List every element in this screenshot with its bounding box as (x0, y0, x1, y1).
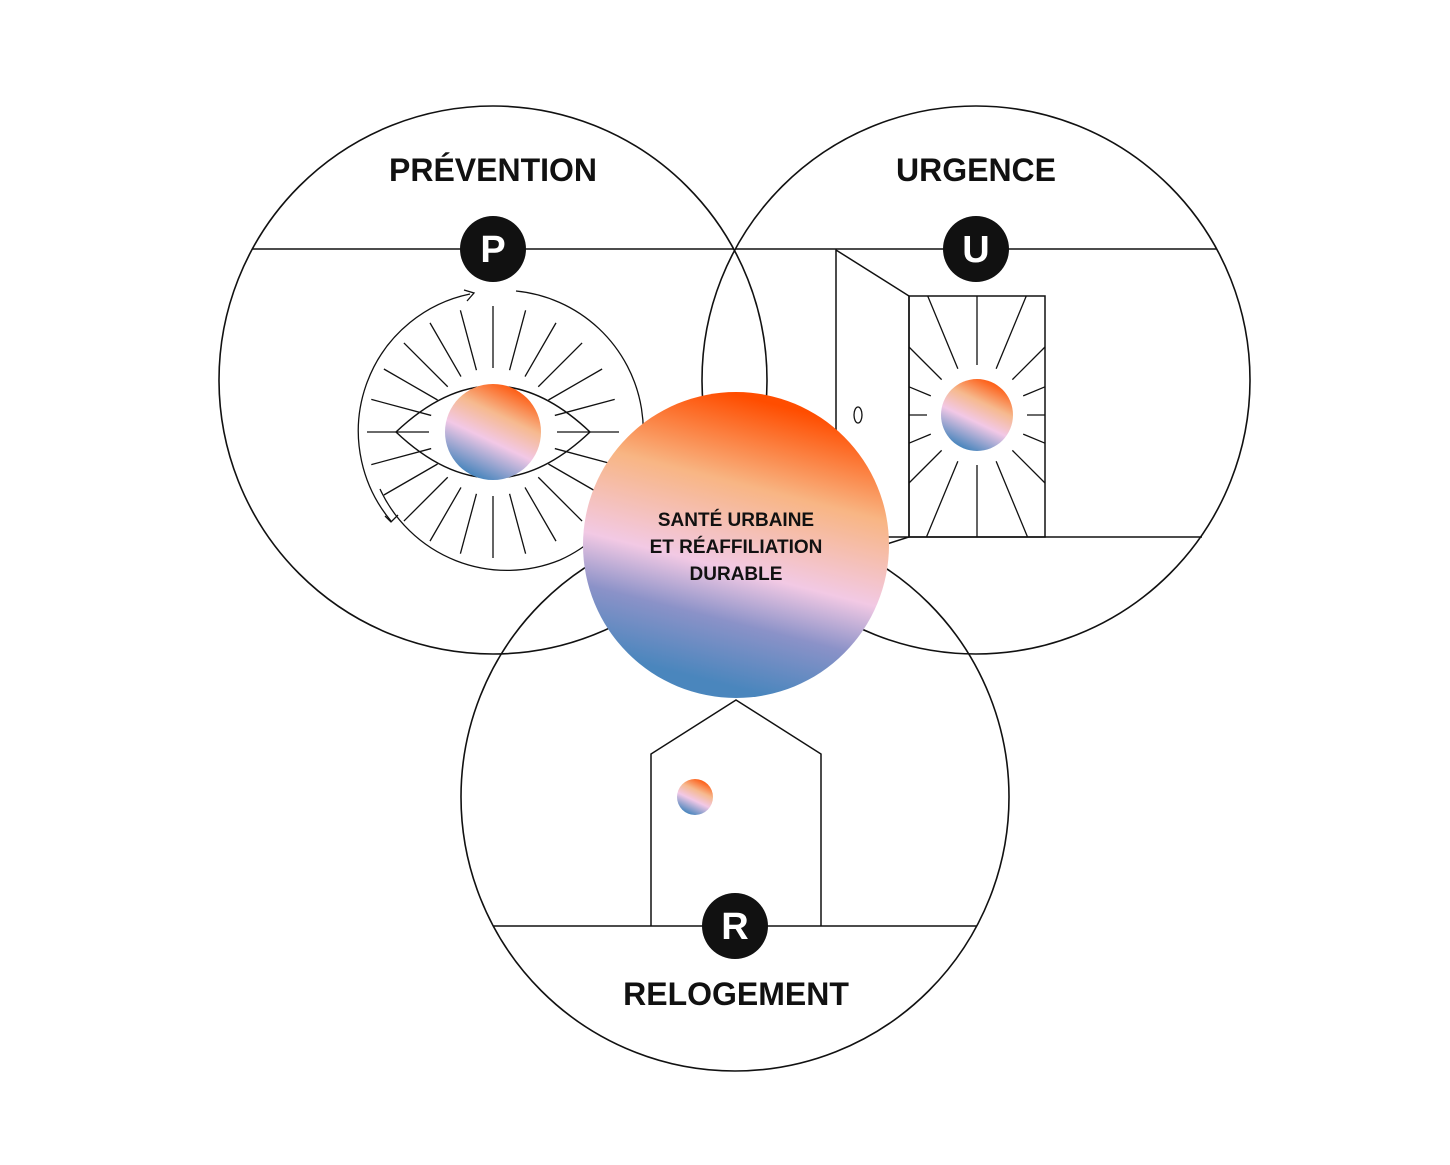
door-ray (908, 346, 943, 381)
eye-ray (383, 368, 438, 401)
eye-ray (554, 447, 615, 466)
eye-ray (548, 463, 603, 496)
house-outline (650, 699, 822, 926)
door-knob (853, 406, 863, 424)
door-ray (908, 386, 932, 397)
prevention-circle (218, 105, 768, 655)
eye-ray (537, 342, 583, 388)
urgence-circle (701, 105, 1251, 655)
eye-ray (537, 476, 583, 522)
house-window-orb (677, 779, 713, 815)
eye-ray (403, 342, 449, 388)
doorway-light-orb (941, 379, 1013, 451)
eye-ray (371, 398, 432, 417)
center-label-line-3: DURABLE (690, 564, 783, 585)
eye-ray (548, 368, 603, 401)
door-ray (1022, 386, 1046, 397)
relogement-badge-letter: R (721, 906, 748, 948)
arrow-head-bottom (384, 514, 399, 523)
cycle-arrow-left (357, 293, 471, 522)
door-ray (908, 449, 943, 484)
center-orb (583, 392, 889, 698)
eye-illustration (357, 289, 644, 571)
door-ray (995, 295, 1027, 370)
eye-ray (429, 322, 462, 377)
center-label-line-2: ET RÉAFFILIATION (650, 536, 823, 558)
eye-outline (394, 385, 592, 479)
eye-ray (524, 487, 557, 542)
eye-ray (524, 322, 557, 377)
door-ray (908, 433, 932, 444)
door-ray (1011, 449, 1046, 484)
eye-iris-orb (445, 384, 541, 480)
door-ray (925, 460, 959, 538)
cycle-arrow-bottom (379, 488, 561, 571)
door-ray (1022, 433, 1046, 444)
eye-ray (459, 493, 478, 554)
eye-ray (429, 487, 462, 542)
urgence-title: URGENCE (896, 152, 1056, 188)
center-label-line-1: SANTÉ URBAINE (658, 509, 814, 531)
urgence-badge-letter: U (962, 229, 989, 271)
eye-rays (367, 306, 619, 558)
eye-ray (459, 310, 478, 371)
prevention-badge-letter: P (480, 229, 505, 271)
door-ray (1011, 346, 1046, 381)
door-illustration (835, 248, 1202, 562)
arrow-head-top (463, 289, 476, 302)
relogement-badge: R (702, 893, 768, 959)
eye-ray (383, 463, 438, 496)
eye-ray (508, 493, 527, 554)
doorway-light-rays (908, 295, 1046, 538)
prevention-badge: P (460, 216, 526, 282)
prevention-title: PRÉVENTION (389, 152, 597, 188)
eye-ray (508, 310, 527, 371)
eye-ray (554, 398, 615, 417)
eye-ray (371, 447, 432, 466)
urgence-badge: U (943, 216, 1009, 282)
door-ray (927, 295, 959, 370)
relogement-title: RELOGEMENT (623, 976, 849, 1012)
house-illustration (650, 699, 822, 926)
eye-ray (403, 476, 449, 522)
door-ray (995, 460, 1029, 538)
